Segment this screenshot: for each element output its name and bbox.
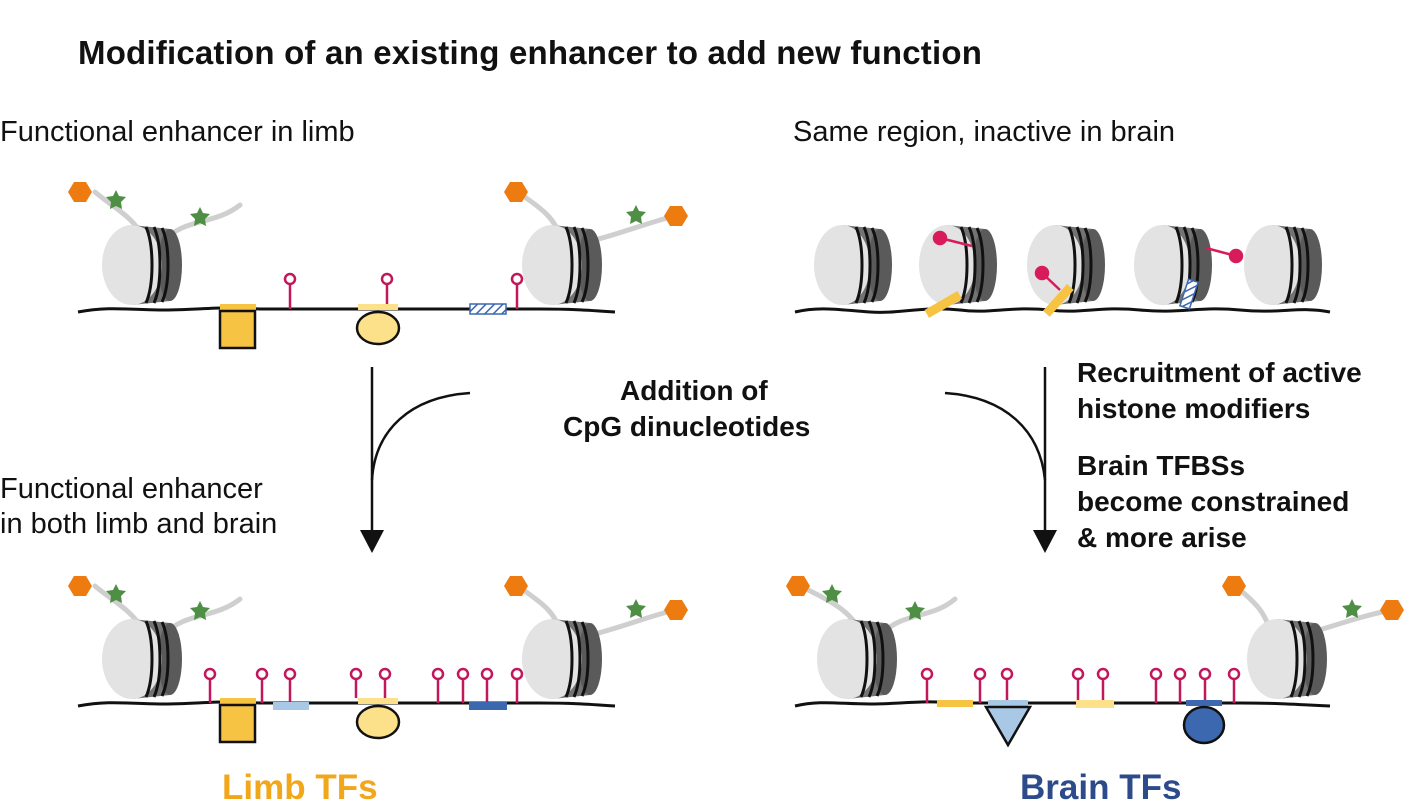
brain-tf-triangle [983,705,1033,748]
hexagon-mark [1380,600,1404,620]
limb-tf-oval [355,704,401,740]
limb-tf-square [218,309,257,350]
brain-tfs-label: Brain TFs [1020,768,1182,807]
nucleosome-top-right-5 [1244,225,1322,305]
brain-tf-oval [1182,705,1226,745]
yellow-tfbs [937,700,973,707]
bottom-left-panel-label: Functional enhancer in both limb and bra… [0,472,277,542]
dna-strand-top-right [794,307,1331,314]
star-mark [905,601,925,620]
star-mark [106,190,126,209]
limb-tfs-label: Limb TFs [222,768,378,807]
star-mark [626,205,646,224]
right-arrowhead [1033,530,1057,553]
recruitment-line2: histone modifiers [1077,393,1311,424]
hexagon-mark [786,576,810,596]
hexagon-mark [504,576,528,596]
hexagon-mark [1222,576,1246,596]
limb-tfbs-1 [220,304,256,310]
top-right-panel-label: Same region, inactive in brain [793,116,1176,148]
hexagon-mark [664,600,688,620]
figure-title: Modification of an existing enhancer to … [78,34,983,71]
star-mark [626,599,646,618]
limb-tfbs-2 [358,304,398,310]
transition-arrows [370,367,1047,540]
blue-tfbs [469,702,507,710]
limb-tf-square [218,703,257,744]
hexagon-mark [664,206,688,226]
nucleosome-bottom-right-2 [1247,619,1327,699]
tfbs-line3: & more arise [1077,522,1247,553]
cpg-addition-line1: Addition of [620,375,768,406]
nucleosome-top-right-4 [1134,225,1212,305]
repressive-histone-marks [932,230,1244,291]
cpg-lollipops [203,667,524,703]
recruitment-label: Recruitment of active histone modifiers [1077,355,1362,427]
nucleosome-bottom-right-1 [817,619,897,699]
bottom-right-enhancer [920,667,1241,748]
hexagon-mark [68,182,92,202]
cpg-lollipops [920,667,1241,703]
top-left-enhancer [218,272,524,350]
cpg-addition-label: Addition of CpG dinucleotides [563,373,810,445]
tfbs-line1: Brain TFBSs [1077,450,1246,481]
nucleosome-bottom-left-1 [102,619,182,699]
nucleosome-top-right-1 [814,225,892,305]
dna-strand-top-left [77,306,616,314]
active-histone-marks [68,182,1404,620]
hatched-tfbs [469,303,507,315]
nucleosome-top-right-3 [1027,225,1105,305]
nucleosome-top-left-2 [522,225,602,305]
dna-strand-bottom-left [77,700,616,708]
dna-strand-bottom-right [794,700,1331,708]
right-merge-curve [944,391,1047,481]
nucleosome-top-right-2 [919,225,997,305]
cpg-lollipops [283,272,524,309]
left-merge-curve [370,391,471,481]
star-mark [190,207,210,226]
lightyellow-tfbs [1076,700,1114,708]
left-arrowhead [360,530,384,553]
star-mark [1342,599,1362,618]
star-mark [190,601,210,620]
hexagon-mark [68,576,92,596]
bottom-left-label-line1: Functional enhancer [0,473,263,505]
bottom-left-label-line2: in both limb and brain [0,508,278,540]
lightblue-tfbs [273,702,309,710]
occluded-tfbs [924,278,1200,318]
tfbs-label: Brain TFBSs become constrained & more ar… [1077,448,1349,556]
bottom-left-enhancer [203,667,524,744]
star-mark [822,584,842,603]
tfbs-line2: become constrained [1077,486,1350,517]
hexagon-mark [504,182,528,202]
recruitment-line1: Recruitment of active [1077,357,1362,388]
star-mark [106,584,126,603]
top-left-panel-label: Functional enhancer in limb [0,116,355,148]
limb-tf-oval [355,310,401,346]
nucleosome-bottom-left-2 [522,619,602,699]
nucleosome-top-left-1 [102,225,182,305]
cpg-addition-line2: CpG dinucleotides [563,411,811,442]
